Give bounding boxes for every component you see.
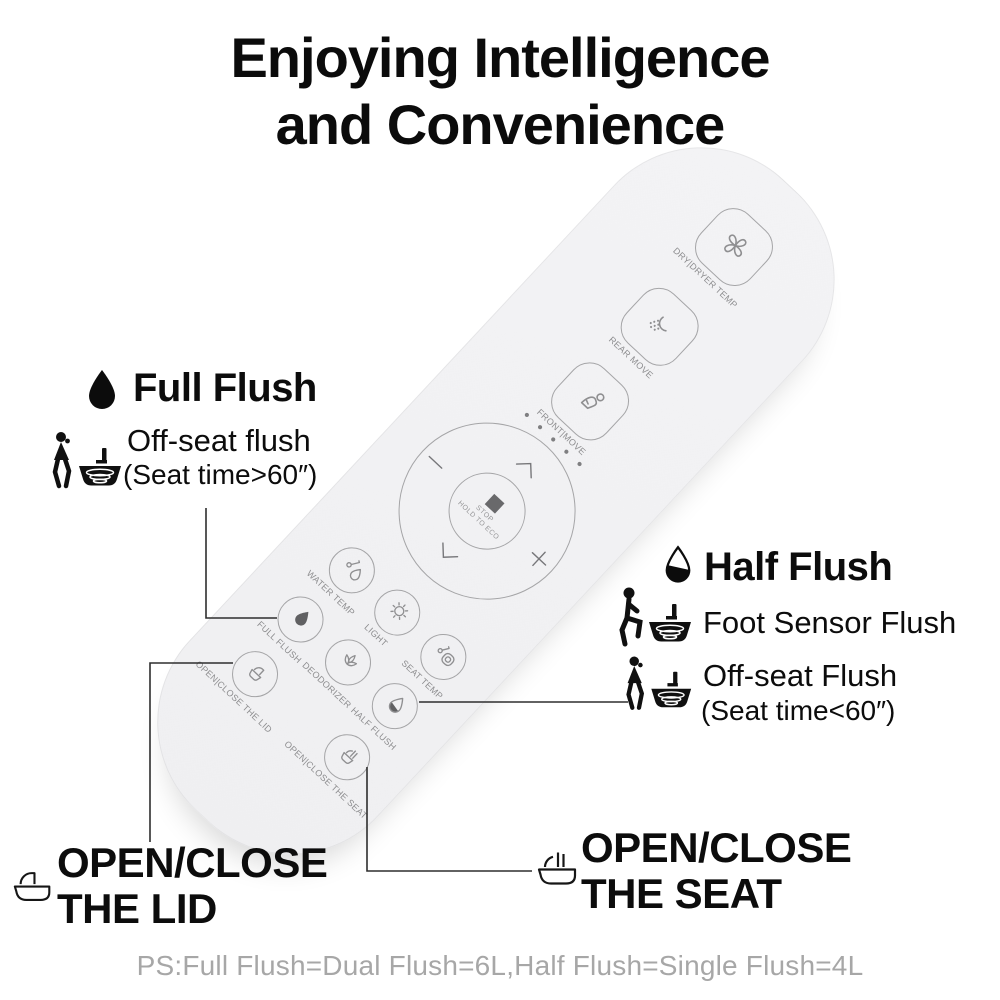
open-close-lid-line2: THE LID <box>57 885 217 932</box>
seat-temp-icon <box>423 636 465 678</box>
water-temp-button: WATER TEMP <box>305 537 385 618</box>
seat-time-lt60-text: (Seat time<60″) <box>701 695 896 726</box>
open-close-seat-heading: OPEN/CLOSE THE SEAT <box>581 824 852 917</box>
lid-connector <box>149 662 233 842</box>
full-flush-connector <box>205 508 277 619</box>
seat-connector <box>366 767 532 872</box>
page-title: Enjoying Intelligence and Convenience <box>0 24 1000 158</box>
footnote: PS:Full Flush=Dual Flush=6L,Half Flush=S… <box>136 950 864 981</box>
open-close-lid-line1: OPEN/CLOSE <box>57 839 328 886</box>
full-flush-button: FULL FLUSH <box>255 587 334 665</box>
light-button: LIGHT <box>362 580 430 648</box>
open-close-seat-line1: OPEN/CLOSE <box>581 824 852 871</box>
full-drop-icon <box>86 369 118 418</box>
off-seat-person-toilet-icon <box>46 430 124 499</box>
water-temp-icon <box>331 549 373 591</box>
toilet-lid-icon <box>12 864 56 915</box>
seat-temp-button: SEAT TEMP <box>400 624 476 701</box>
off-seat-flush-text: Off-seat flush <box>127 423 311 458</box>
half-drop-icon <box>663 545 693 592</box>
off-seat-person-toilet-icon-2 <box>620 654 694 721</box>
deodorizer-button: DEODORIZER <box>300 629 381 710</box>
full-flush-icon <box>280 599 322 641</box>
off-seat-flush-text-2: Off-seat Flush <box>703 658 898 693</box>
front-wash-icon <box>566 377 615 426</box>
open-close-lid-heading: OPEN/CLOSE THE LID <box>57 839 328 932</box>
open-close-lid-icon <box>234 653 276 695</box>
rear-move-button: REAR MOVE <box>607 278 708 381</box>
open-close-lid-button: OPEN|CLOSE THE LID <box>194 641 288 735</box>
foot-sensor-flush-text: Foot Sensor Flush <box>703 605 957 640</box>
rear-wash-icon <box>635 302 684 351</box>
front-move-button: FRONT|MOVE <box>535 353 639 457</box>
deodorizer-icon <box>327 642 369 684</box>
title-line-1: Enjoying Intelligence <box>230 26 770 89</box>
half-flush-title: Half Flush <box>704 545 893 589</box>
open-close-seat-icon <box>326 736 368 778</box>
full-flush-title: Full Flush <box>133 366 317 410</box>
seat-time-gt60-text: (Seat time>60″) <box>123 459 318 490</box>
half-flush-button: HALF FLUSH <box>349 673 428 752</box>
title-line-2: and Convenience <box>275 93 726 156</box>
fan-icon <box>710 223 759 272</box>
half-flush-icon <box>374 685 416 727</box>
dry-dryer-temp-button: DRY|DRYER TEMP <box>671 199 783 310</box>
light-icon <box>376 592 418 634</box>
foot-sensor-person-toilet-icon <box>616 586 694 655</box>
open-close-seat-line2: THE SEAT <box>581 870 782 917</box>
open-close-seat-button: OPEN|CLOSE THE SEAT <box>282 724 380 821</box>
toilet-seat-icon <box>536 846 582 899</box>
